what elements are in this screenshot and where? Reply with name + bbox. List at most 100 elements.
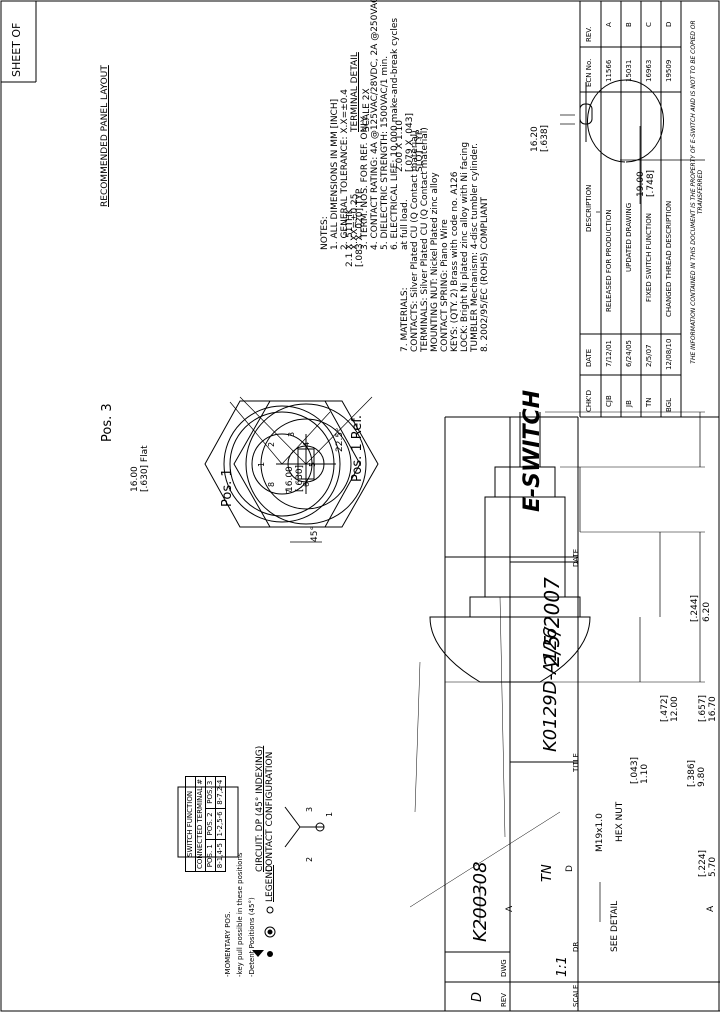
drawn-by: TN (540, 864, 555, 882)
notes-heading: NOTES: (320, 216, 330, 250)
panel-width-dim-in: [.748] (646, 169, 656, 197)
rear-terminal-label: 6 (302, 481, 311, 487)
dr-label: DR (572, 941, 580, 952)
switch-table-cell: 8-7,2-4 (215, 776, 226, 809)
rev-cell: 7/12/01 (605, 340, 613, 367)
side-dim-570-in: [.224] (698, 849, 708, 877)
dwg-label: DWG (500, 959, 508, 977)
side-dim-1200-in: [.472] (660, 694, 670, 722)
scale-label: SCALE (572, 984, 580, 1007)
disclaimer: THE INFORMATION CONTAINED IN THIS DOCUME… (690, 20, 704, 364)
rear-terminal-label: 5 (308, 461, 317, 467)
switch-table-cell: 8-1,4-5 (215, 839, 226, 872)
side-dim-620-in: [.244] (690, 594, 700, 622)
rev-value: D (470, 991, 485, 1002)
material-line: MOUNTING NUT: Nickel Plated zinc alloy (430, 172, 440, 352)
rev-mark: D (565, 865, 575, 872)
circuit-label: 2 (305, 856, 314, 862)
material-line: TUMBLER Mechanism: 4-disc tumbler cylind… (470, 143, 480, 352)
rev-cell: JB (625, 400, 633, 407)
side-dim-1670: 16.70 (708, 696, 718, 722)
rev-cell: 15031 (625, 59, 633, 82)
rev-cell: UPDATED DRAWING (625, 202, 633, 272)
note-line: 2. GENERAL TOLERANCE: X.X=±0.4 (340, 89, 350, 250)
rear-pos1-ref: Pos. 1 Ref. (350, 415, 365, 482)
thread-spec: M19x1.0 (595, 813, 605, 852)
rev-cell: 11566 (605, 59, 613, 82)
circuit-subtitle: CONTACT CONFIGURATION (265, 751, 275, 872)
side-dim-980-in: [.386] (687, 759, 697, 787)
rear-terminal-label: 2 (267, 441, 276, 447)
rev-cell: 12/08/10 (665, 338, 673, 370)
switch-table-header: POS. 2 (205, 808, 216, 840)
panel-width-dim: 19.00 (636, 171, 646, 197)
circuit-label: 1 (325, 811, 334, 817)
date-label: DATE (572, 548, 580, 567)
side-dim-110: 1.10 (640, 763, 650, 784)
switch-table-cell: 1-2,5-6 (215, 808, 226, 840)
switch-table-title: SWITCH FUNCTION (185, 776, 196, 872)
side-dim-1670-in: [.657] (698, 694, 708, 722)
note-line: 6. ELECTRICAL LIFE: 10,000 make-and-brea… (390, 17, 400, 250)
legend-item: -Detent Positions (45°) (248, 897, 256, 977)
rev-header: CHK'D (585, 389, 593, 412)
hex-nut-label: HEX NUT (615, 801, 625, 842)
note-line: 4. CONTACT RATING: 4A @125VAC/28VDC, 2A … (370, 0, 380, 250)
side-dim-570: 5.70 (708, 856, 718, 877)
rear-flat-dim: 16.00 (130, 466, 140, 492)
rear-terminal-label: 7 (285, 488, 294, 494)
front-pos3-label: Pos. 3 (100, 403, 115, 442)
material-line: KEYS: (QTY. 2) Brass with code no. A126 (450, 171, 460, 352)
switch-function-table: SWITCH FUNCTION CONNECTED TERMINAL # POS… (185, 776, 226, 872)
legend-item: -key pull possible in these positions (236, 852, 244, 977)
panel-height-dim-in: [.638] (540, 124, 550, 152)
material-line: CONTACT SPRING: Piano Wire (440, 219, 450, 352)
rear-angle-22: 22.5° (335, 427, 345, 452)
front-dim-in: [.630] (295, 464, 305, 492)
material-line: 8. 2002/95/EC (ROHS) COMPLIANT (480, 196, 490, 352)
switch-table-header: POS. 1 (205, 839, 216, 872)
panel-layout-title: RECOMMENDED PANEL LAYOUT (100, 65, 110, 207)
rear-terminal-label: 8 (267, 481, 276, 487)
rev-cell: 16963 (645, 59, 653, 82)
rev-cell: 2/5/07 (645, 344, 653, 367)
note-line: 5. DIELECTRIC STRENGTH: 1500VAC/1 min. (380, 55, 390, 250)
circuit-label: 3 (305, 806, 314, 812)
legend-title: LEGEND (265, 864, 275, 902)
switch-table-header: POS. 3 (205, 776, 216, 809)
section-a-top: A (706, 905, 716, 912)
circuit-title: CIRCUIT: DP (45° INDEXING) (255, 745, 265, 872)
materials-heading: 7. MATERIALS: (400, 287, 410, 352)
company-logo: E-SWITCH (520, 389, 545, 512)
rev-cell: D (665, 21, 673, 27)
scale-value: 1:1 (555, 956, 570, 977)
side-dim-1200: 12.00 (670, 696, 680, 722)
dwg-number: K200308 (470, 861, 491, 942)
rev-cell: RELEASED FOR PRODUCTION (605, 209, 613, 312)
material-line: CONTACTS: Silver Plated CU (Q Contact ma… (410, 130, 420, 352)
rev-header: DATE (585, 348, 593, 367)
rear-terminal-label: 1 (257, 461, 266, 467)
section-a-bottom: A (505, 905, 515, 912)
rev-cell: BGL (665, 397, 673, 412)
side-dim-110-in: [.043] (630, 756, 640, 784)
title-label: TITLE (572, 753, 580, 772)
switch-table-subtitle: CONNECTED TERMINAL # (195, 776, 206, 872)
rev-cell: CJB (605, 395, 613, 407)
side-dim-620: 6.20 (702, 601, 712, 622)
note-line: 1. ALL DIMENSIONS IN MM [INCH] (330, 98, 340, 250)
rev-label: REV (500, 992, 508, 1007)
rev-header: DESCRIPTION (585, 184, 593, 232)
legend-item: -MOMENTARY POS. (224, 911, 232, 977)
see-detail-label: SEE DETAIL (610, 900, 620, 952)
material-line: LOCK: Bright Ni plated zinc alloy with N… (460, 141, 470, 352)
rev-header: REV. (585, 26, 593, 42)
note-line: X.XX=±0.25 (350, 193, 360, 250)
part-number: K0129D-A126 (540, 627, 561, 752)
rear-flat-dim-in: [.630] Flat (140, 445, 150, 492)
rev-cell: FIXED SWITCH FUNCTION (645, 213, 653, 302)
